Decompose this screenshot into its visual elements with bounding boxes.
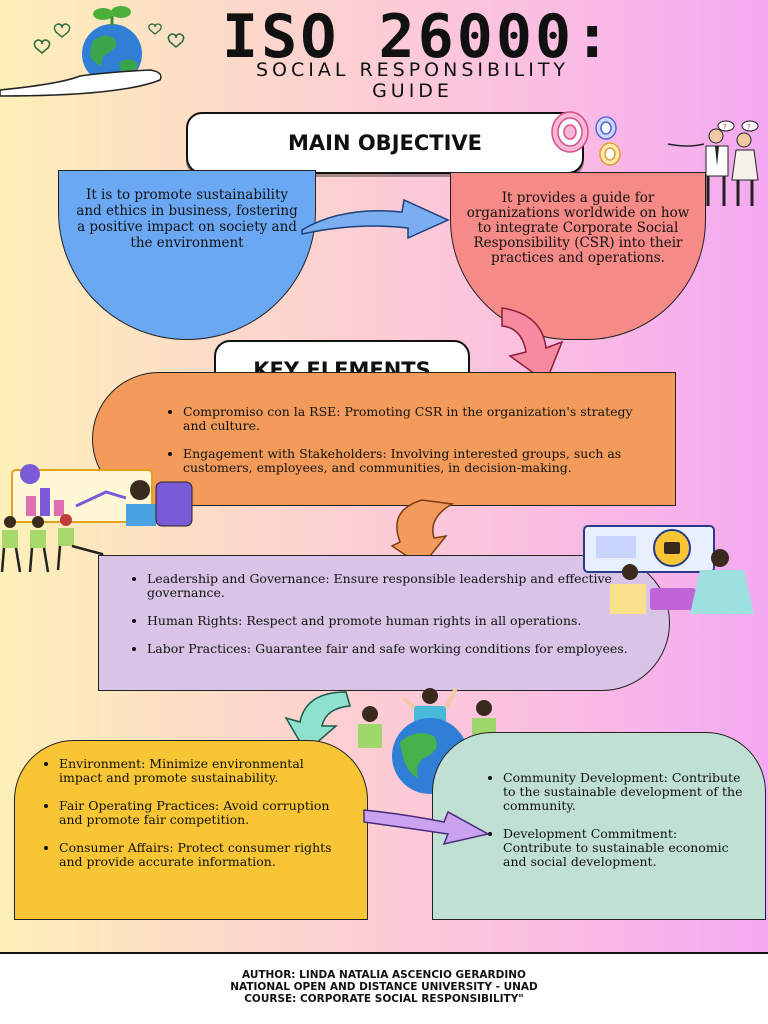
page-title: ISO 26000: [222, 2, 614, 72]
target-icon [551, 111, 621, 166]
arrow-icon [363, 809, 491, 846]
key-element-item: Fair Operating Practices: Avoid corrupti… [59, 799, 351, 827]
key-elements-group-3: Environment: Minimize environmental impa… [14, 740, 368, 920]
team-icon [0, 514, 108, 573]
objective-right-text: It provides a guide for organizations wo… [466, 190, 690, 266]
key-element-item: Leadership and Governance: Ensure respon… [147, 572, 629, 600]
laptop-meeting-icon [583, 525, 754, 614]
svg-text:?: ? [747, 123, 751, 131]
key-elements-group-2: Leadership and Governance: Ensure respon… [98, 555, 670, 691]
key-element-item: Engagement with Stakeholders: Involving … [183, 447, 655, 475]
objective-left-card: It is to promote sustainability and ethi… [58, 170, 316, 340]
arrow-icon [390, 499, 455, 568]
people-icon: ? ? [667, 120, 759, 206]
arrow-icon [301, 198, 450, 240]
globe-plant-hand-icon [0, 6, 185, 97]
key-elements-group-1: Compromiso con la RSE: Promoting CSR in … [92, 372, 676, 506]
key-element-item: Human Rights: Respect and promote human … [147, 614, 629, 628]
subtitle-line-1: SOCIAL RESPONSIBILITY [255, 59, 570, 81]
key-elements-list-3: Environment: Minimize environmental impa… [37, 757, 351, 869]
subtitle-line-2: GUIDE [372, 80, 453, 102]
key-elements-list-1: Compromiso con la RSE: Promoting CSR in … [161, 405, 655, 475]
footer-course: COURSE: CORPORATE SOCIAL RESPONSIBILITY" [244, 993, 524, 1005]
key-element-item: Environment: Minimize environmental impa… [59, 757, 351, 785]
main-objective-label: MAIN OBJECTIVE [186, 112, 584, 174]
key-element-item: Community Development: Contribute to the… [503, 771, 747, 813]
chart-presentation-icon [11, 464, 193, 527]
key-element-item: Labor Practices: Guarantee fair and safe… [147, 642, 629, 656]
objective-left-text: It is to promote sustainability and ethi… [76, 187, 298, 251]
key-element-item: Consumer Affairs: Protect consumer right… [59, 841, 351, 869]
footer-university: NATIONAL OPEN AND DISTANCE UNIVERSITY - … [230, 981, 538, 993]
svg-text:?: ? [723, 123, 727, 131]
footer: AUTHOR: LINDA NATALIA ASCENCIO GERARDINO… [0, 952, 768, 1024]
key-element-item: Development Commitment: Contribute to su… [503, 827, 747, 869]
key-element-item: Compromiso con la RSE: Promoting CSR in … [183, 405, 655, 433]
key-elements-list-4: Community Development: Contribute to the… [481, 771, 747, 869]
page-subtitle: SOCIAL RESPONSIBILITY GUIDE [170, 60, 655, 102]
key-elements-list-2: Leadership and Governance: Ensure respon… [125, 572, 629, 656]
footer-author: AUTHOR: LINDA NATALIA ASCENCIO GERARDINO [242, 969, 526, 981]
